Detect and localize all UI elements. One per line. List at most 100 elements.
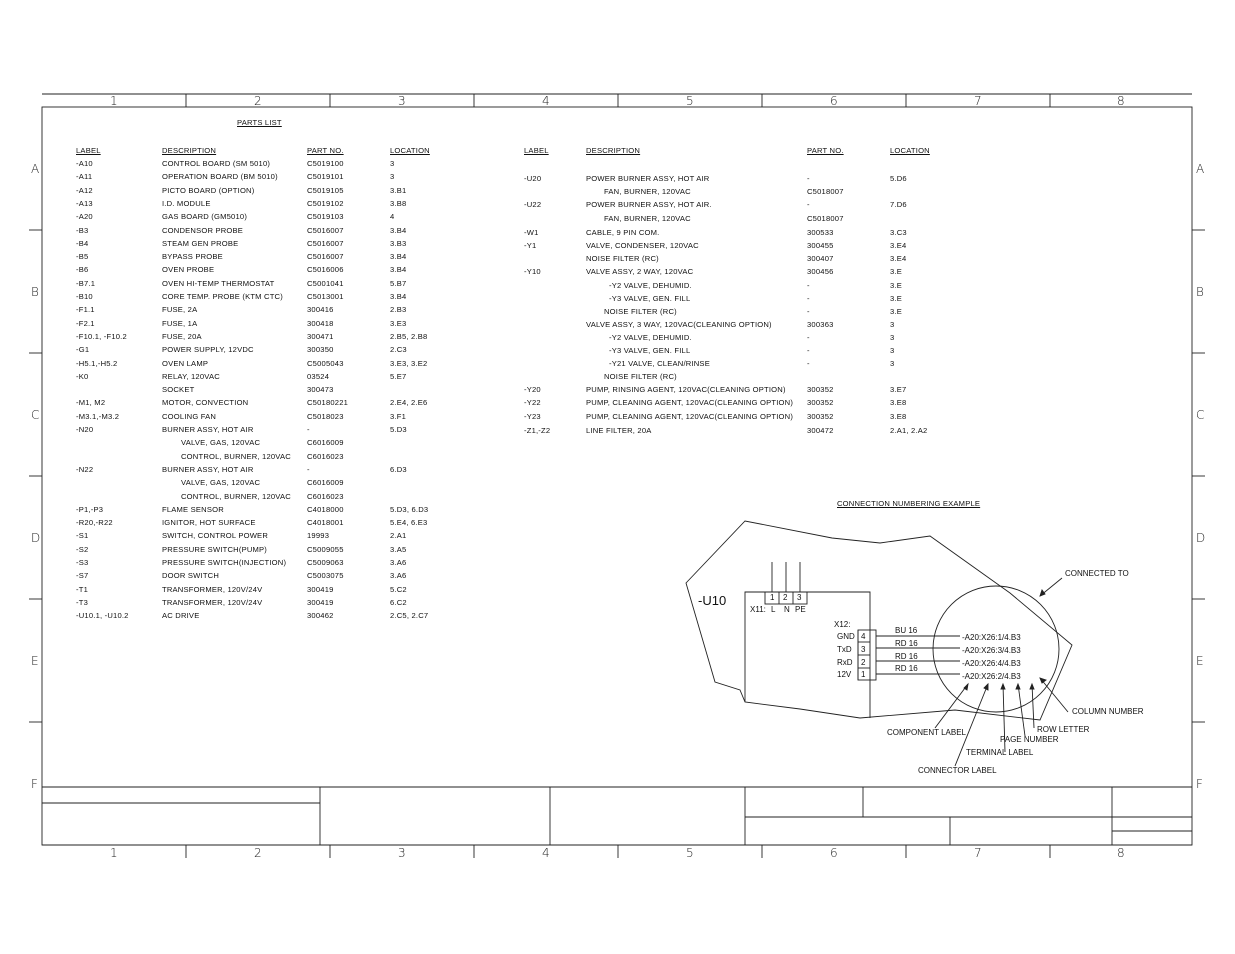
row-location: 3 [890, 346, 895, 355]
row-description: FAN, BURNER, 120VAC [604, 214, 691, 223]
parts-list-title: PARTS LIST [237, 118, 282, 127]
row-part-no: 300456 [807, 267, 834, 276]
row-description: OVEN HI-TEMP THERMOSTAT [162, 279, 275, 288]
row-description: BURNER ASSY, HOT AIR [162, 465, 254, 474]
x11-pin: 2 [783, 593, 788, 602]
row-part-no: C5018007 [807, 214, 844, 223]
row-description: TRANSFORMER, 120V/24V [162, 585, 263, 594]
row-description: DOOR SWITCH [162, 571, 220, 580]
row-location: 6.D3 [390, 465, 407, 474]
row-description: SWITCH, CONTROL POWER [162, 531, 269, 540]
row-label: A [1196, 162, 1205, 176]
col-label: 7 [974, 94, 982, 108]
row-description: OVEN LAMP [162, 359, 209, 368]
callout-row-letter: ROW LETTER [1037, 725, 1090, 734]
callout-column-number: COLUMN NUMBER [1072, 707, 1144, 716]
row-label: -A10 [76, 159, 93, 168]
row-label: C [31, 408, 40, 422]
wire-label: BU 16 [895, 626, 918, 635]
row-location: 3.B3 [390, 239, 407, 248]
row-location: 3.A6 [390, 558, 407, 567]
header-location: LOCATION [890, 146, 930, 155]
row-description: OVEN PROBE [162, 265, 215, 274]
row-part-no: 300416 [307, 305, 334, 314]
row-description: MOTOR, CONVECTION [162, 398, 249, 407]
row-label: -P1,-P3 [76, 505, 104, 514]
row-location: 3 [390, 159, 395, 168]
row-part-no: - [807, 307, 810, 316]
row-location: 3.E4 [890, 241, 907, 250]
row-location: 3.B4 [390, 265, 407, 274]
row-label: -M1, M2 [76, 398, 106, 407]
row-label: -A13 [76, 199, 93, 208]
row-label: -H5.1,-H5.2 [76, 359, 118, 368]
col-label: 1 [110, 846, 118, 860]
connection-example-drawing [685, 520, 1073, 767]
row-location: 3.B4 [390, 292, 407, 301]
row-description: PUMP, CLEANING AGENT, 120VAC(CLEANING OP… [586, 412, 794, 421]
row-label: -Z1,-Z2 [524, 426, 551, 435]
row-label: -S2 [76, 545, 89, 554]
row-label: -U20 [524, 174, 542, 183]
row-part-no: C5019101 [307, 172, 344, 181]
col-label: 3 [398, 846, 406, 860]
callout-connected-to: CONNECTED TO [1065, 569, 1129, 578]
x12-pin: 4 [861, 632, 866, 641]
row-location: 5.C2 [390, 585, 407, 594]
row-part-no: - [807, 294, 810, 303]
row-label: -U10.1, -U10.2 [76, 611, 129, 620]
row-label: -A11 [76, 172, 93, 181]
row-description: POWER BURNER ASSY, HOT AIR [586, 174, 710, 183]
row-part-no: C5016007 [307, 252, 344, 261]
row-part-no: C5009063 [307, 558, 344, 567]
row-description: NOISE FILTER (RC) [604, 372, 677, 381]
row-description: VALVE ASSY, 3 WAY, 120VAC(CLEANING OPTIO… [586, 320, 772, 329]
x11-pin-name: PE [795, 605, 806, 614]
row-label: -A12 [76, 186, 93, 195]
row-part-no: C5001041 [307, 279, 344, 288]
row-description: PICTO BOARD (OPTION) [162, 186, 255, 195]
row-part-no: C5018023 [307, 412, 344, 421]
row-part-no: 300352 [807, 398, 834, 407]
col-label: 2 [254, 846, 262, 860]
row-label: -B5 [76, 252, 89, 261]
row-description: I.D. MODULE [162, 199, 211, 208]
row-part-no: C4018000 [307, 505, 344, 514]
row-part-no: C5019100 [307, 159, 344, 168]
row-part-no: C5016007 [307, 226, 344, 235]
row-label: D [31, 531, 41, 545]
row-location: 4 [390, 212, 395, 221]
row-description: TRANSFORMER, 120V/24V [162, 598, 263, 607]
row-label: -T3 [76, 598, 88, 607]
row-part-no: 300473 [307, 385, 334, 394]
row-description: NOISE FILTER (RC) [586, 254, 659, 263]
row-location: 2.B5, 2.B8 [390, 332, 428, 341]
wire-label: RD 16 [895, 639, 918, 648]
row-part-no: C6016023 [307, 492, 344, 501]
row-description: PUMP, RINSING AGENT, 120VAC(CLEANING OPT… [586, 385, 786, 394]
row-description: CONTROL BOARD (SM 5010) [162, 159, 271, 168]
row-part-no: - [807, 174, 810, 183]
row-location: 5.D3, 6.D3 [390, 505, 429, 514]
row-part-no: 300455 [807, 241, 834, 250]
row-location: 2.A1, 2.A2 [890, 426, 928, 435]
connection-ref: -A20:X26:2/4.B3 [962, 672, 1021, 681]
row-label: -T1 [76, 585, 88, 594]
row-location: 3 [890, 320, 895, 329]
row-location: 3.B1 [390, 186, 407, 195]
row-part-no: - [807, 200, 810, 209]
col-label: 4 [542, 846, 550, 860]
header-label: LABEL [524, 146, 549, 155]
row-part-no: 300352 [807, 385, 834, 394]
row-location: 2.C3 [390, 345, 407, 354]
row-label: -B3 [76, 226, 89, 235]
row-part-no: 300419 [307, 585, 334, 594]
row-part-no: C5016006 [307, 265, 344, 274]
x12-label: X12: [834, 620, 851, 629]
row-description: CONDENSOR PROBE [162, 226, 244, 235]
row-label: -N22 [76, 465, 94, 474]
col-label: 7 [974, 846, 982, 860]
row-label: -F2.1 [76, 319, 95, 328]
row-location: 3.C3 [890, 228, 907, 237]
row-label: -Y1 [524, 241, 537, 250]
